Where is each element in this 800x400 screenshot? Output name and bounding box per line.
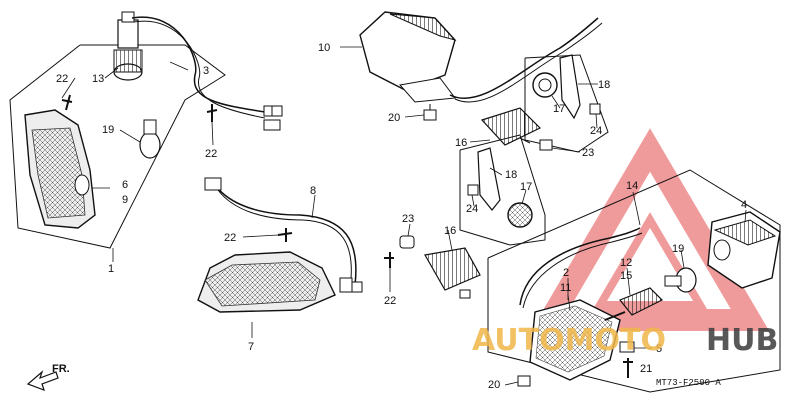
- front-wire-harness: [131, 16, 283, 131]
- watermark-text-part1: AUTOMOTO: [472, 323, 666, 358]
- rear-socket-12-15: [604, 287, 664, 321]
- screw-21: [623, 358, 633, 378]
- callout-14: 14: [626, 180, 638, 192]
- rear-wires: [519, 227, 643, 309]
- bracket-upper: [532, 54, 601, 120]
- callout-2: 2: [563, 267, 569, 279]
- front-bulb: [139, 119, 161, 159]
- callout-15: 15: [620, 270, 632, 282]
- front-center-harness: [204, 177, 363, 293]
- callout-12: 12: [620, 257, 632, 269]
- bracket-mid: [467, 147, 533, 228]
- callout-24-b: 24: [466, 203, 478, 215]
- watermark-text: AUTOMOTO HUB: [472, 323, 778, 358]
- screw-22-a: [61, 94, 73, 111]
- callout-22-d: 22: [384, 295, 396, 307]
- callout-8: 8: [310, 185, 316, 197]
- rear-winker-lens: [529, 299, 621, 381]
- callout-21: 21: [640, 363, 652, 375]
- callout-24-a: 24: [590, 125, 602, 137]
- rear-winker-top: [359, 11, 457, 103]
- screw-22-b: [206, 104, 218, 122]
- callout-11: 11: [560, 282, 571, 294]
- callout-7: 7: [248, 341, 254, 353]
- leader-lines: [61, 46, 747, 386]
- rear-bulb-19: [664, 267, 697, 293]
- callout-22-b: 22: [205, 148, 217, 160]
- resistor-16-upper: [480, 107, 553, 151]
- callout-5: 5: [656, 343, 662, 355]
- callout-23-a: 23: [402, 213, 414, 225]
- screw-22-c: [277, 228, 293, 242]
- callout-4: 4: [741, 199, 747, 211]
- callout-18-a: 18: [598, 79, 610, 91]
- screw-22-d: [384, 252, 394, 268]
- nut-20-b: [517, 375, 531, 387]
- callout-23-b: 23: [582, 147, 594, 159]
- callout-3: 3: [203, 65, 209, 77]
- direction-label: FR.: [52, 363, 70, 375]
- callout-19-b: 19: [672, 243, 684, 255]
- callout-20-b: 20: [488, 379, 500, 391]
- callout-10: 10: [318, 42, 330, 54]
- callouts: 22 13 3 19 22 6 9 1 8 22 7 22 23 16 10 2…: [56, 42, 747, 391]
- drawing-code: MT73-F2500 A: [656, 378, 721, 388]
- nut-20-a: [423, 104, 437, 121]
- clip-5: [619, 341, 635, 353]
- callout-18-b: 18: [505, 169, 517, 181]
- callout-6: 6: [122, 179, 128, 191]
- callout-19-a: 19: [102, 124, 114, 136]
- front-direction-arrow: FR.: [26, 363, 70, 392]
- callout-13: 13: [92, 73, 104, 85]
- callout-16-a: 16: [455, 137, 467, 149]
- nut-23: [399, 235, 415, 249]
- callout-1: 1: [108, 263, 114, 275]
- resistor-16-lower: [424, 247, 481, 299]
- front-socket: [113, 11, 143, 81]
- callout-16-b: 16: [444, 225, 456, 237]
- callout-17-a: 17: [553, 103, 565, 115]
- group-box-rear-right: [487, 169, 781, 393]
- callout-20-a: 20: [388, 112, 400, 124]
- callout-22-a: 22: [56, 73, 68, 85]
- callout-17-b: 17: [520, 181, 532, 193]
- watermark-text-part2: HUB: [706, 323, 778, 358]
- rear-winker-body-4: [707, 211, 781, 289]
- front-left-winker-lens: [24, 109, 96, 229]
- callout-22-c: 22: [224, 232, 236, 244]
- front-center-lamp: [197, 251, 336, 313]
- rear-top-wires: [449, 17, 603, 103]
- callout-9: 9: [122, 194, 128, 206]
